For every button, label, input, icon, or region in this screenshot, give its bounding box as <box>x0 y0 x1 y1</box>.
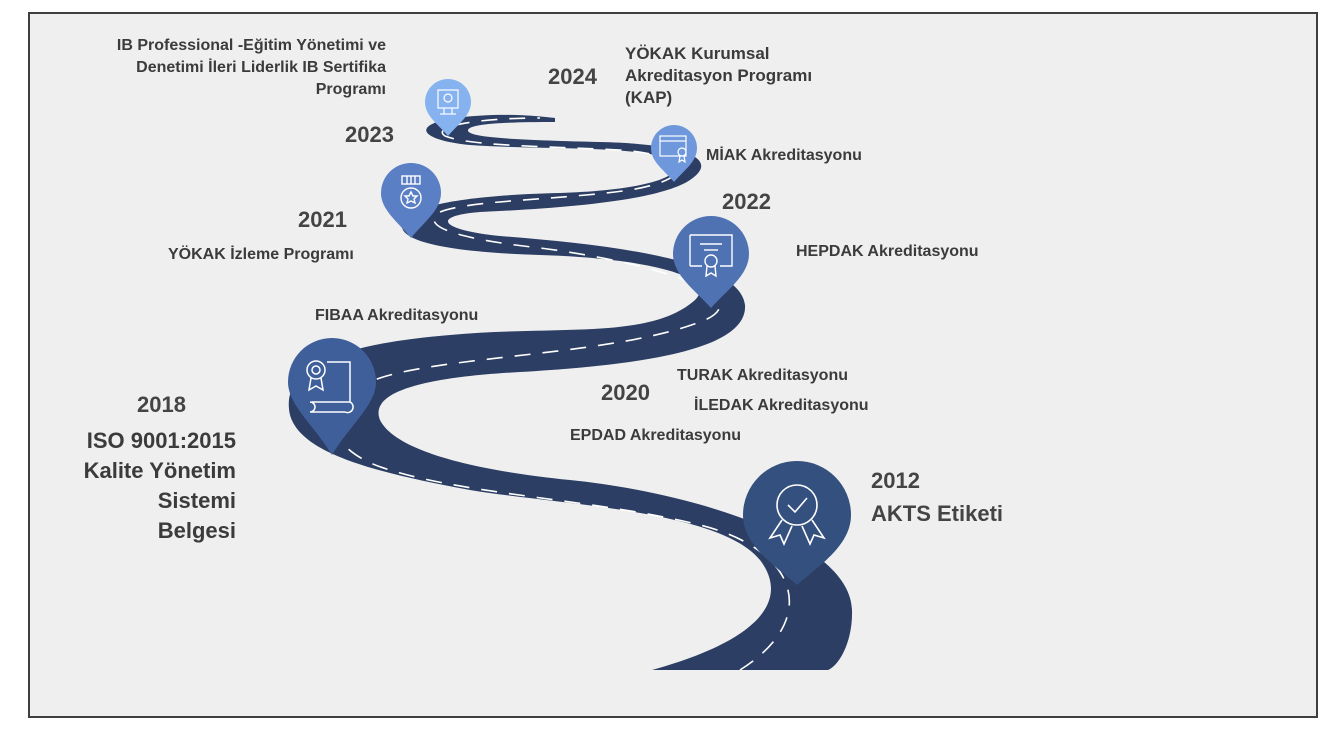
pin-2018 <box>288 338 376 455</box>
pin-2012 <box>743 461 851 585</box>
certificate-icon <box>689 234 733 278</box>
kap-line-1: YÖKAK Kurumsal <box>625 44 770 63</box>
label-yokak-izleme: YÖKAK İzleme Programı <box>168 246 354 263</box>
scroll-certificate-icon <box>306 360 354 414</box>
label-fibaa: FIBAA Akreditasyonu <box>315 307 479 324</box>
label-turak: TURAK Akreditasyonu <box>677 367 848 384</box>
pin-miak <box>651 125 697 182</box>
road-body <box>288 114 853 671</box>
ib-line-1: IB Professional -Eğitim Yönetimi ve <box>116 37 386 54</box>
iso-line-2: Kalite Yönetim <box>83 458 236 483</box>
ib-line-2: Denetimi İleri Liderlik IB Sertifika <box>136 59 386 76</box>
year-2012: 2012 <box>871 468 920 493</box>
pin-2022 <box>673 216 749 308</box>
year-2024: 2024 <box>548 64 597 89</box>
kap-line-3: (KAP) <box>625 88 673 107</box>
iso-line-4: Belgesi <box>157 518 236 543</box>
pin-2023 <box>425 79 471 136</box>
label-ib-professional: IB Professional -Eğitim Yönetimi ve Dene… <box>70 35 386 101</box>
iso-line-3: Sistemi <box>157 488 236 513</box>
iso-line-1: ISO 9001:2015 <box>86 428 236 453</box>
year-2022: 2022 <box>722 189 771 214</box>
label-miak: MİAK Akreditasyonu <box>706 147 862 164</box>
year-2023: 2023 <box>345 122 394 147</box>
monitor-icon <box>437 89 459 115</box>
ib-line-3: Programı <box>315 81 386 98</box>
label-iledak: İLEDAK Akreditasyonu <box>694 397 869 414</box>
year-2020: 2020 <box>601 380 650 405</box>
year-2018: 2018 <box>137 392 186 417</box>
label-yokak-kap: YÖKAK Kurumsal Akreditasyon Programı (KA… <box>625 43 812 109</box>
pin-2021 <box>381 163 441 238</box>
year-2021: 2021 <box>298 207 347 232</box>
award-ribbon-icon <box>768 484 826 546</box>
kap-line-2: Akreditasyon Programı <box>625 66 813 85</box>
label-akts: AKTS Etiketi <box>871 501 1004 526</box>
browser-certificate-icon <box>659 135 687 164</box>
label-iso: ISO 9001:2015 Kalite Yönetim Sistemi Bel… <box>40 426 236 546</box>
label-hepdak: HEPDAK Akreditasyonu <box>796 243 979 260</box>
medal-icon <box>400 175 422 209</box>
label-epdad: EPDAD Akreditasyonu <box>570 427 741 444</box>
